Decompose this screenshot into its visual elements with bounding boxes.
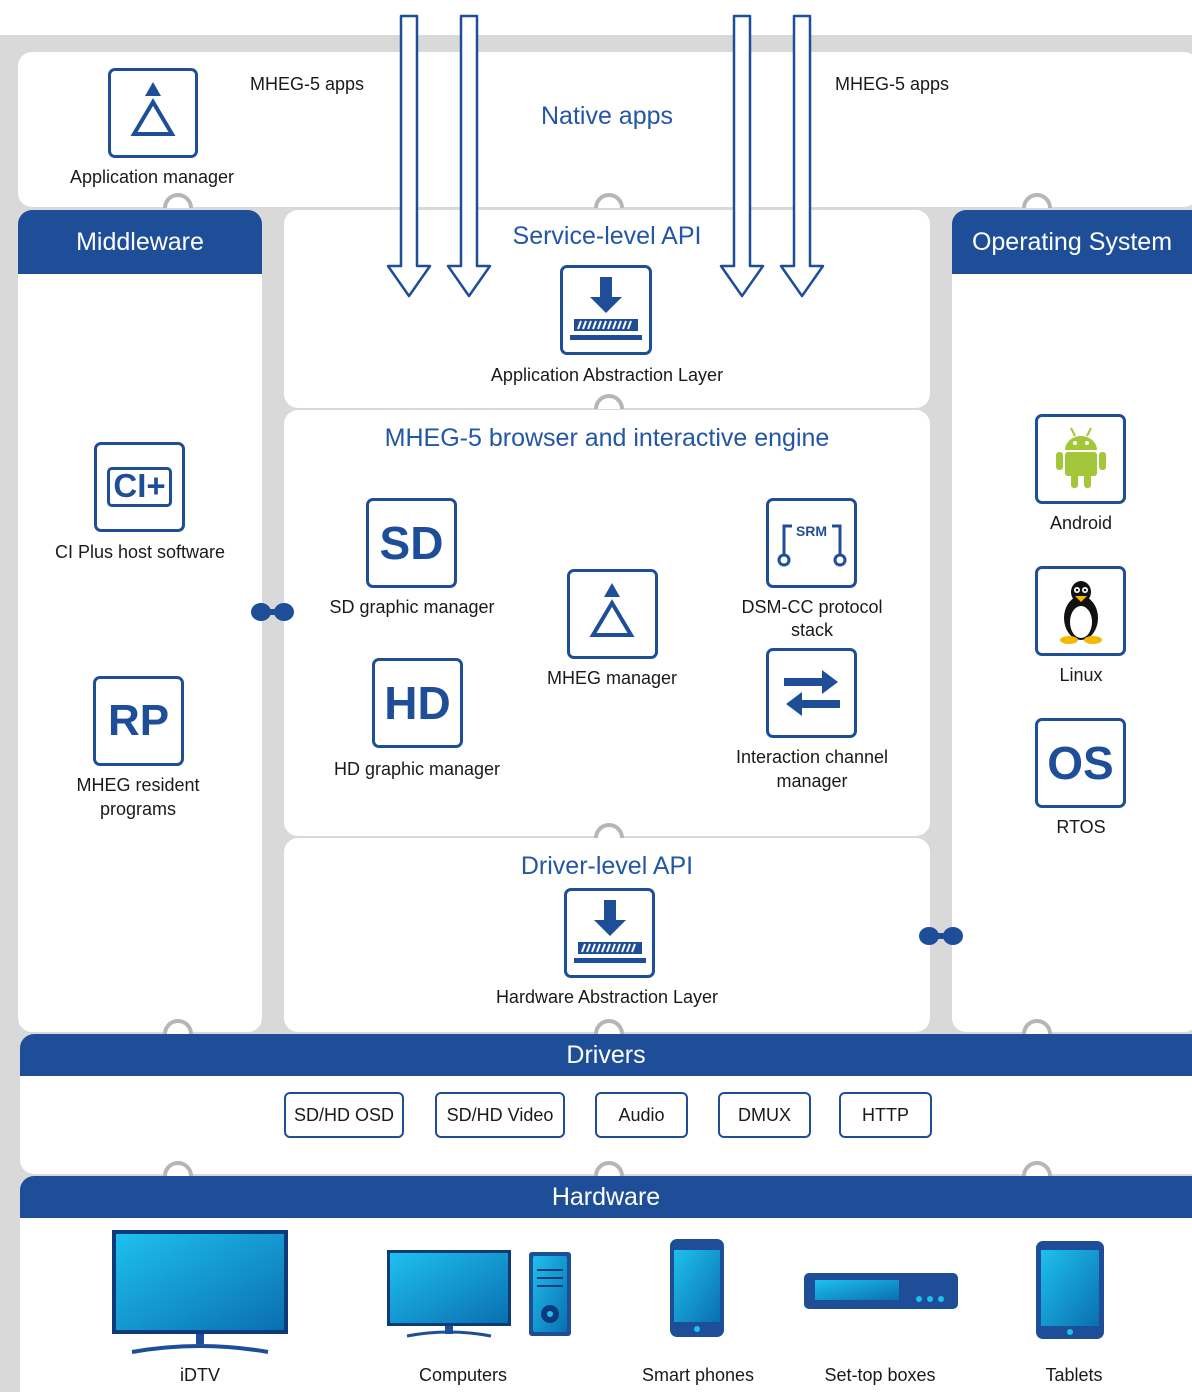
connector-native-service [594,193,624,208]
smart-phone-icon [670,1239,724,1337]
application-manager-icon [108,68,198,158]
applications-panel [18,52,1192,207]
hardware-header-text: Hardware [551,1183,661,1211]
driver-http: HTTP [839,1092,932,1138]
hardware-abstraction-icon [564,888,655,978]
driver-level-api-title: Driver-level API [520,852,694,880]
drivers-header: Drivers [20,1034,1192,1076]
interaction-channel-label-2: manager [776,771,848,791]
drivers-header-text: Drivers [566,1041,646,1069]
link-driverapi-os-right [943,927,963,945]
native-apps-title: Native apps [540,102,674,130]
resident-programs-label-1: MHEG resident [76,775,200,795]
computers-icon [387,1250,571,1338]
driver-dmux: DMUX [718,1092,811,1138]
application-abstraction-icon [560,265,652,355]
ci-plus-label: CI Plus host software [54,542,226,562]
hardware-smart-phones-label: Smart phones [641,1365,755,1385]
connector-appmanager-middleware [163,193,193,208]
connector-driverapi-drivers [594,1019,624,1034]
dsmcc-label-2: stack [790,620,833,640]
rp-icon-text: RP [107,696,170,745]
connector-service-engine [594,394,624,409]
interaction-channel-label-1: Interaction channel [735,747,889,767]
operating-system-header: Operating System [952,210,1192,274]
hardware-set-top-boxes-label: Set-top boxes [824,1365,936,1385]
middleware-header: Middleware [18,210,262,274]
middleware-header-text: Middleware [76,228,204,256]
mheg-manager-icon [567,569,658,659]
connector-os-drivers [1022,1019,1052,1034]
ci-plus-icon: CI+ [94,442,185,532]
rtos-icon-text: OS [1047,737,1114,789]
set-top-box-icon [804,1273,958,1309]
dsmcc-label-1: DSM-CC protocol [741,597,883,617]
rtos-label: RTOS [1056,817,1106,837]
mheg-apps-left-label: MHEG-5 apps [250,74,365,94]
linux-label: Linux [1059,665,1103,685]
resident-programs-icon: RP [93,676,184,766]
application-abstraction-label: Application Abstraction Layer [490,365,724,385]
link-middleware-engine-left [251,603,271,621]
application-manager-label: Application manager [69,167,235,187]
sd-graphic-icon: SD [366,498,457,588]
connector-drivers-hardware-center [594,1161,624,1176]
hd-icon-text: HD [384,677,451,729]
android-label: Android [1049,513,1113,533]
interaction-channel-icon [766,648,857,738]
ci-plus-icon-text: CI+ [113,467,166,504]
connector-middleware-drivers [163,1019,193,1034]
srm-text: SRM [795,523,828,539]
tablet-icon [1036,1241,1104,1339]
app-flow-arrows [386,14,825,298]
hardware-idtv-label: iDTV [180,1365,220,1385]
hardware-computers-label: Computers [418,1365,508,1385]
link-driverapi-os-bar [926,933,956,939]
hardware-tablets-label: Tablets [1045,1365,1103,1385]
rtos-icon: OS [1035,718,1126,808]
middleware-panel [18,210,262,1032]
linux-tux-icon [1035,566,1126,656]
operating-system-header-text: Operating System [971,228,1173,256]
hardware-header: Hardware [20,1176,1192,1218]
connector-engine-driver [594,823,624,838]
link-middleware-engine-right [274,603,294,621]
hardware-abstraction-label: Hardware Abstraction Layer [495,987,719,1007]
hd-graphic-icon: HD [372,658,463,748]
connector-drivers-hardware-left [163,1161,193,1176]
link-driverapi-os-left [919,927,939,945]
mheg-manager-label: MHEG manager [546,668,678,688]
sd-graphic-label: SD graphic manager [329,597,495,617]
android-icon [1035,414,1126,504]
resident-programs-label-2: programs [99,799,177,819]
driver-sd-hd-video: SD/HD Video [435,1092,565,1138]
mheg-engine-title: MHEG-5 browser and interactive engine [384,424,830,452]
connector-apps-os [1022,193,1052,208]
connector-drivers-hardware-right [1022,1161,1052,1176]
driver-audio: Audio [595,1092,688,1138]
hd-graphic-label: HD graphic manager [333,759,501,779]
driver-sd-hd-osd: SD/HD OSD [284,1092,404,1138]
mheg-apps-right-label: MHEG-5 apps [835,74,950,94]
idtv-icon [112,1230,288,1354]
sd-icon-text: SD [379,517,444,569]
service-level-api-title: Service-level API [512,222,702,250]
ci-plus-badge [107,467,172,507]
link-middleware-engine-bar [258,609,288,615]
dsmcc-srm-icon: SRM [766,498,857,588]
